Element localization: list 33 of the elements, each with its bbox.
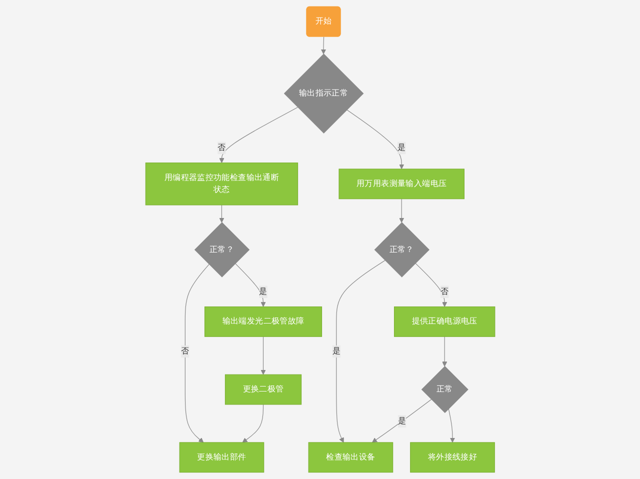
node-box: 用编程器监控功能检查输出通断状态 [145,162,298,206]
node-box: 输出端发光二极管故障 [204,306,322,337]
edge-label: 否 [440,286,448,296]
node-box: 用万用表测量输入端电压 [338,168,464,200]
arrow [218,107,298,164]
node-diamond: 正常？ [374,222,430,278]
arrow [242,404,264,443]
arrow [398,198,404,223]
arrow [260,336,266,375]
node-diamond: 正常？ [194,222,250,278]
edge-label: 否 [180,346,189,356]
arrow [218,204,224,223]
arrow [372,399,432,443]
node-box: 提供正确电源电压 [394,306,495,337]
arrow [346,109,404,170]
arrow [234,263,266,307]
edge-label: 是 [332,346,340,356]
node-diamond: 正常 [421,366,468,414]
arrow [414,262,447,307]
arrow [442,336,447,367]
edge-label: 否 [217,142,226,152]
node-diamond: 输出指示正常 [284,54,364,134]
arrow [320,36,326,54]
edge-label: 是 [258,286,268,296]
node-box: 检查输出设备 [308,442,393,473]
node-box: 更换输出部件 [179,442,264,473]
arrow [184,264,210,443]
edge-label: 是 [398,416,406,426]
node-box: 更换二极管 [224,374,302,405]
node-box: 将外接线接好 [410,442,495,473]
arrow [336,260,386,443]
edge-label: 是 [397,142,406,152]
arrow [448,408,455,443]
